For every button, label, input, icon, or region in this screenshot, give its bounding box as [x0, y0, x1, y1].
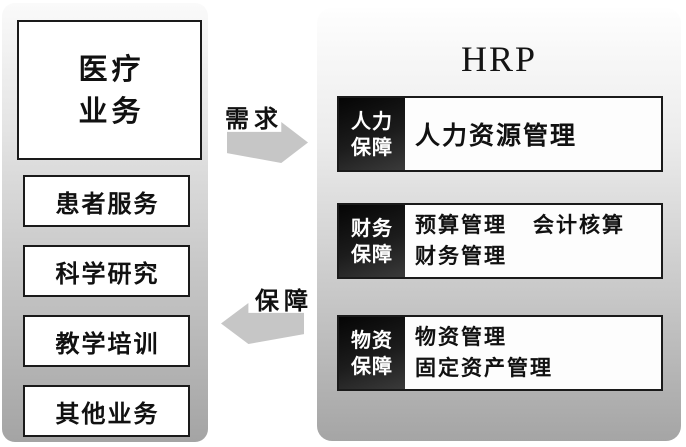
- budget-management-label: 预算管理: [415, 213, 507, 237]
- medical-business-line2: 业务: [78, 94, 145, 128]
- material-support-tag-line1: 物资: [351, 328, 393, 352]
- finance-support-tag-line1: 财务: [351, 216, 393, 240]
- medical-business-box: 医疗 业务: [17, 20, 202, 160]
- financial-management-label: 财务管理: [415, 244, 507, 268]
- support-label: 保障: [255, 287, 313, 315]
- finance-support-row: 财务 保障 预算管理 会计核算 财务管理: [337, 203, 663, 279]
- hr-support-tag-line1: 人力: [351, 109, 393, 133]
- hr-support-content: 人力资源管理: [405, 98, 661, 170]
- demand-label: 需求: [225, 105, 283, 133]
- material-support-row: 物资 保障 物资管理 固定资产管理: [337, 315, 663, 391]
- hr-support-row: 人力 保障 人力资源管理: [337, 96, 663, 172]
- medical-business-line1: 医疗: [78, 52, 145, 86]
- teaching-training-box: 教学培训: [23, 315, 190, 367]
- hrp-panel: HRP 人力 保障 人力资源管理 财务 保障 预算管理 会计核算 财务管理: [317, 8, 681, 441]
- material-support-content: 物资管理 固定资产管理: [405, 317, 661, 389]
- finance-support-content: 预算管理 会计核算 财务管理: [405, 205, 661, 277]
- other-business-box: 其他业务: [23, 385, 190, 437]
- scientific-research-box: 科学研究: [23, 245, 190, 297]
- finance-support-tag: 财务 保障: [339, 205, 405, 277]
- hr-support-tag-line2: 保障: [351, 135, 393, 159]
- medical-business-panel: 医疗 业务 患者服务 科学研究 教学培训 其他业务: [2, 3, 208, 442]
- hr-management-label: 人力资源管理: [415, 121, 578, 150]
- material-management-label: 物资管理: [415, 325, 507, 349]
- material-support-tag-line2: 保障: [351, 354, 393, 378]
- material-support-tag: 物资 保障: [339, 317, 405, 389]
- hr-support-tag: 人力 保障: [339, 98, 405, 170]
- patient-services-box: 患者服务: [23, 175, 190, 227]
- fixed-asset-management-label: 固定资产管理: [415, 356, 553, 380]
- hrp-title: HRP: [460, 39, 538, 79]
- accounting-label: 会计核算: [533, 213, 625, 237]
- finance-support-tag-line2: 保障: [351, 242, 393, 266]
